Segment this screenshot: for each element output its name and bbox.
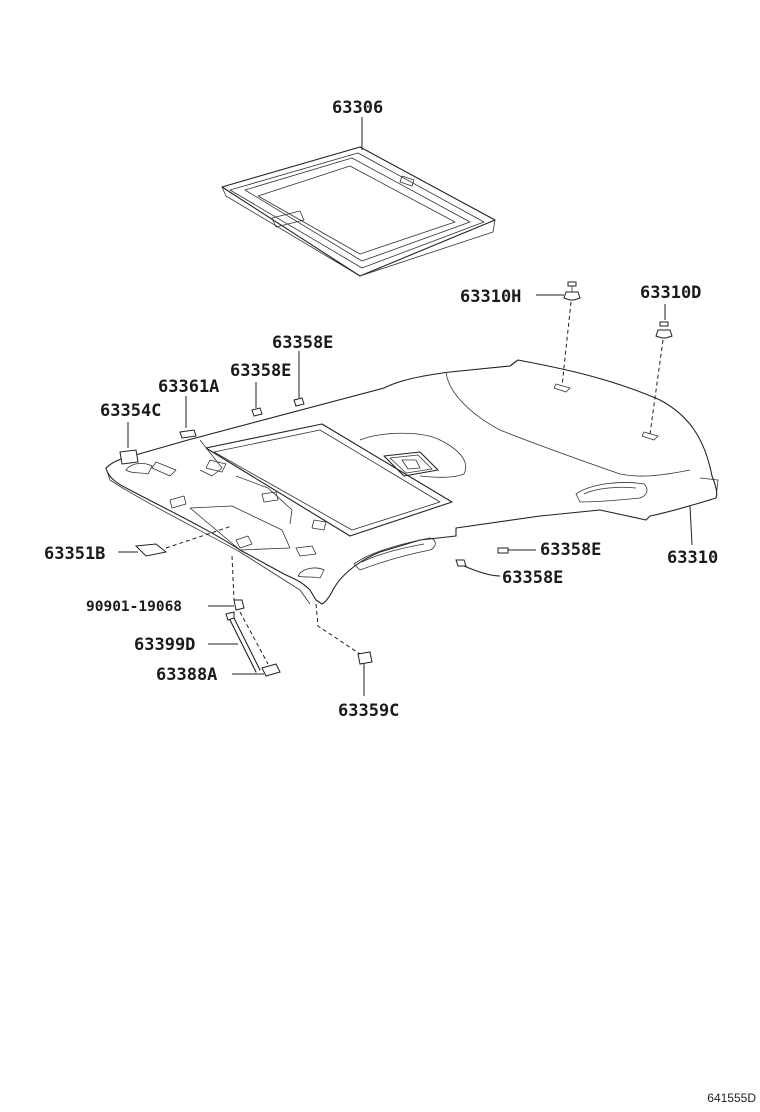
- leader-lines: [118, 117, 693, 696]
- sunroof-panel-illustration: [221, 146, 496, 277]
- part-label-63310H: 63310H: [460, 287, 521, 307]
- part-label-63354C: 63354C: [100, 401, 161, 421]
- diagram-reference-code: 641555D: [707, 1091, 756, 1105]
- part-label-63399D: 63399D: [134, 635, 195, 655]
- part-label-63358E-right: 63358E: [540, 540, 601, 560]
- part-labels: 63306 63310H 63310D 63358E 63358E 63361A…: [44, 98, 718, 721]
- part-label-63359C: 63359C: [338, 701, 399, 721]
- part-label-63358E-mid: 63358E: [230, 361, 291, 381]
- part-label-63358E-lower: 63358E: [502, 568, 563, 588]
- part-label-63361A: 63361A: [158, 377, 219, 397]
- headliner-illustration: [105, 359, 719, 605]
- part-label-90901-19068: 90901-19068: [86, 599, 182, 615]
- part-label-63306: 63306: [332, 98, 383, 118]
- part-label-63358E-top: 63358E: [272, 333, 333, 353]
- part-label-63310: 63310: [667, 548, 718, 568]
- part-label-63388A: 63388A: [156, 665, 217, 685]
- part-label-63351B: 63351B: [44, 544, 105, 564]
- part-label-63310D: 63310D: [640, 283, 701, 303]
- small-parts-illustrations: [119, 281, 673, 677]
